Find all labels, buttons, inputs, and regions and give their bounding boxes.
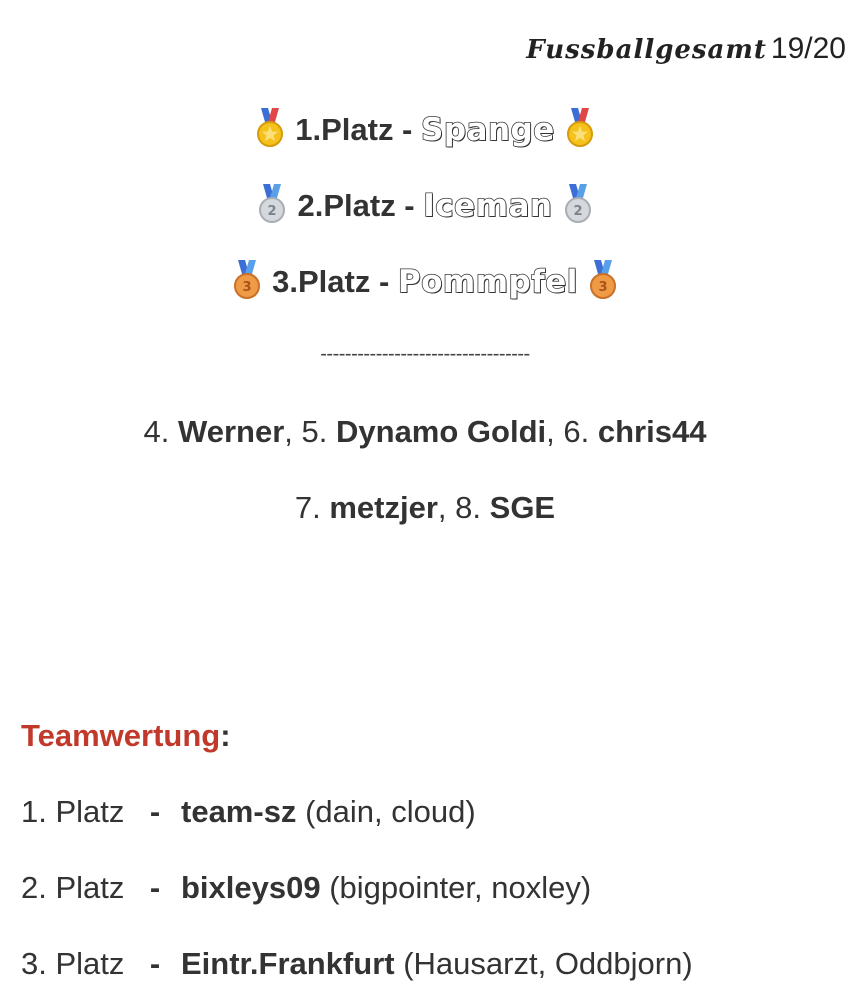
team-dash: - bbox=[149, 870, 161, 905]
silver-medal-icon: 2 bbox=[257, 184, 287, 224]
team-row: 2. Platz-bixleys09 (bigpointer, noxley) bbox=[21, 870, 591, 906]
rank-name: SGE bbox=[489, 490, 556, 525]
svg-text:3: 3 bbox=[243, 280, 252, 295]
podium-name: Pommpfel bbox=[397, 263, 578, 301]
silver-medal-icon: 2 bbox=[563, 184, 593, 224]
ranks-row-1: 4. Werner, 5. Dynamo Goldi, 6. chris44 bbox=[0, 414, 850, 450]
rank-name: chris44 bbox=[597, 414, 707, 449]
team-members: (bigpointer, noxley) bbox=[329, 870, 592, 905]
rank-number: 8. bbox=[455, 490, 482, 525]
rank-separator: , bbox=[546, 414, 555, 449]
rank-name: Dynamo Goldi bbox=[336, 414, 547, 449]
team-place: 1. Platz bbox=[21, 794, 125, 829]
rank-name: Werner bbox=[178, 414, 285, 449]
rank-separator: , bbox=[284, 414, 293, 449]
rank-name: metzjer bbox=[329, 490, 438, 525]
team-place: 3. Platz bbox=[21, 946, 125, 981]
svg-text:2: 2 bbox=[268, 204, 277, 219]
team-name: team-sz bbox=[181, 794, 297, 829]
podium-place-label: 2.Platz - bbox=[297, 188, 415, 223]
divider-line: ---------------------------------- bbox=[320, 343, 530, 365]
team-row: 1. Platz-team-sz (dain, cloud) bbox=[21, 794, 476, 830]
rank-separator: , bbox=[437, 490, 447, 525]
podium-row-3: 3 3.Platz - Pommpfel 3 bbox=[0, 260, 850, 301]
bronze-medal-icon: 3 bbox=[588, 260, 618, 300]
podium-place-label: 3.Platz - bbox=[272, 264, 390, 299]
svg-text:3: 3 bbox=[598, 280, 607, 295]
rank-number: 7. bbox=[294, 490, 321, 525]
team-members: (Hausarzt, Oddbjorn) bbox=[403, 946, 693, 981]
bronze-medal-icon: 3 bbox=[232, 260, 262, 300]
podium-name: Spange bbox=[420, 111, 555, 149]
team-members: (dain, cloud) bbox=[305, 794, 476, 829]
gold-medal-icon bbox=[565, 108, 595, 148]
team-dash: - bbox=[149, 794, 161, 829]
ranks-row-2: 7. metzjer, 8. SGE bbox=[0, 490, 850, 526]
gold-medal-icon bbox=[255, 108, 285, 148]
team-name: Eintr.Frankfurt bbox=[181, 946, 395, 981]
rank-number: 5. bbox=[301, 414, 328, 449]
podium-name: Iceman bbox=[423, 187, 553, 225]
podium-place-label: 1.Platz - bbox=[295, 112, 413, 147]
title-season: 19/20 bbox=[770, 32, 846, 65]
team-heading-label: Teamwertung bbox=[21, 718, 221, 753]
team-heading-colon: : bbox=[220, 718, 231, 753]
rank-number: 6. bbox=[563, 414, 590, 449]
title-script: Fussballgesamt bbox=[526, 35, 767, 65]
team-dash: - bbox=[149, 946, 161, 981]
rank-number: 4. bbox=[143, 414, 170, 449]
team-row: 3. Platz-Eintr.Frankfurt (Hausarzt, Oddb… bbox=[21, 946, 693, 982]
team-section-heading: Teamwertung: bbox=[21, 718, 231, 754]
team-name: bixleys09 bbox=[181, 870, 321, 905]
team-place: 2. Platz bbox=[21, 870, 125, 905]
podium-row-1: 1.Platz - Spange bbox=[0, 108, 850, 149]
svg-text:2: 2 bbox=[573, 204, 582, 219]
podium-row-2: 2 2.Platz - Iceman 2 bbox=[0, 184, 850, 225]
